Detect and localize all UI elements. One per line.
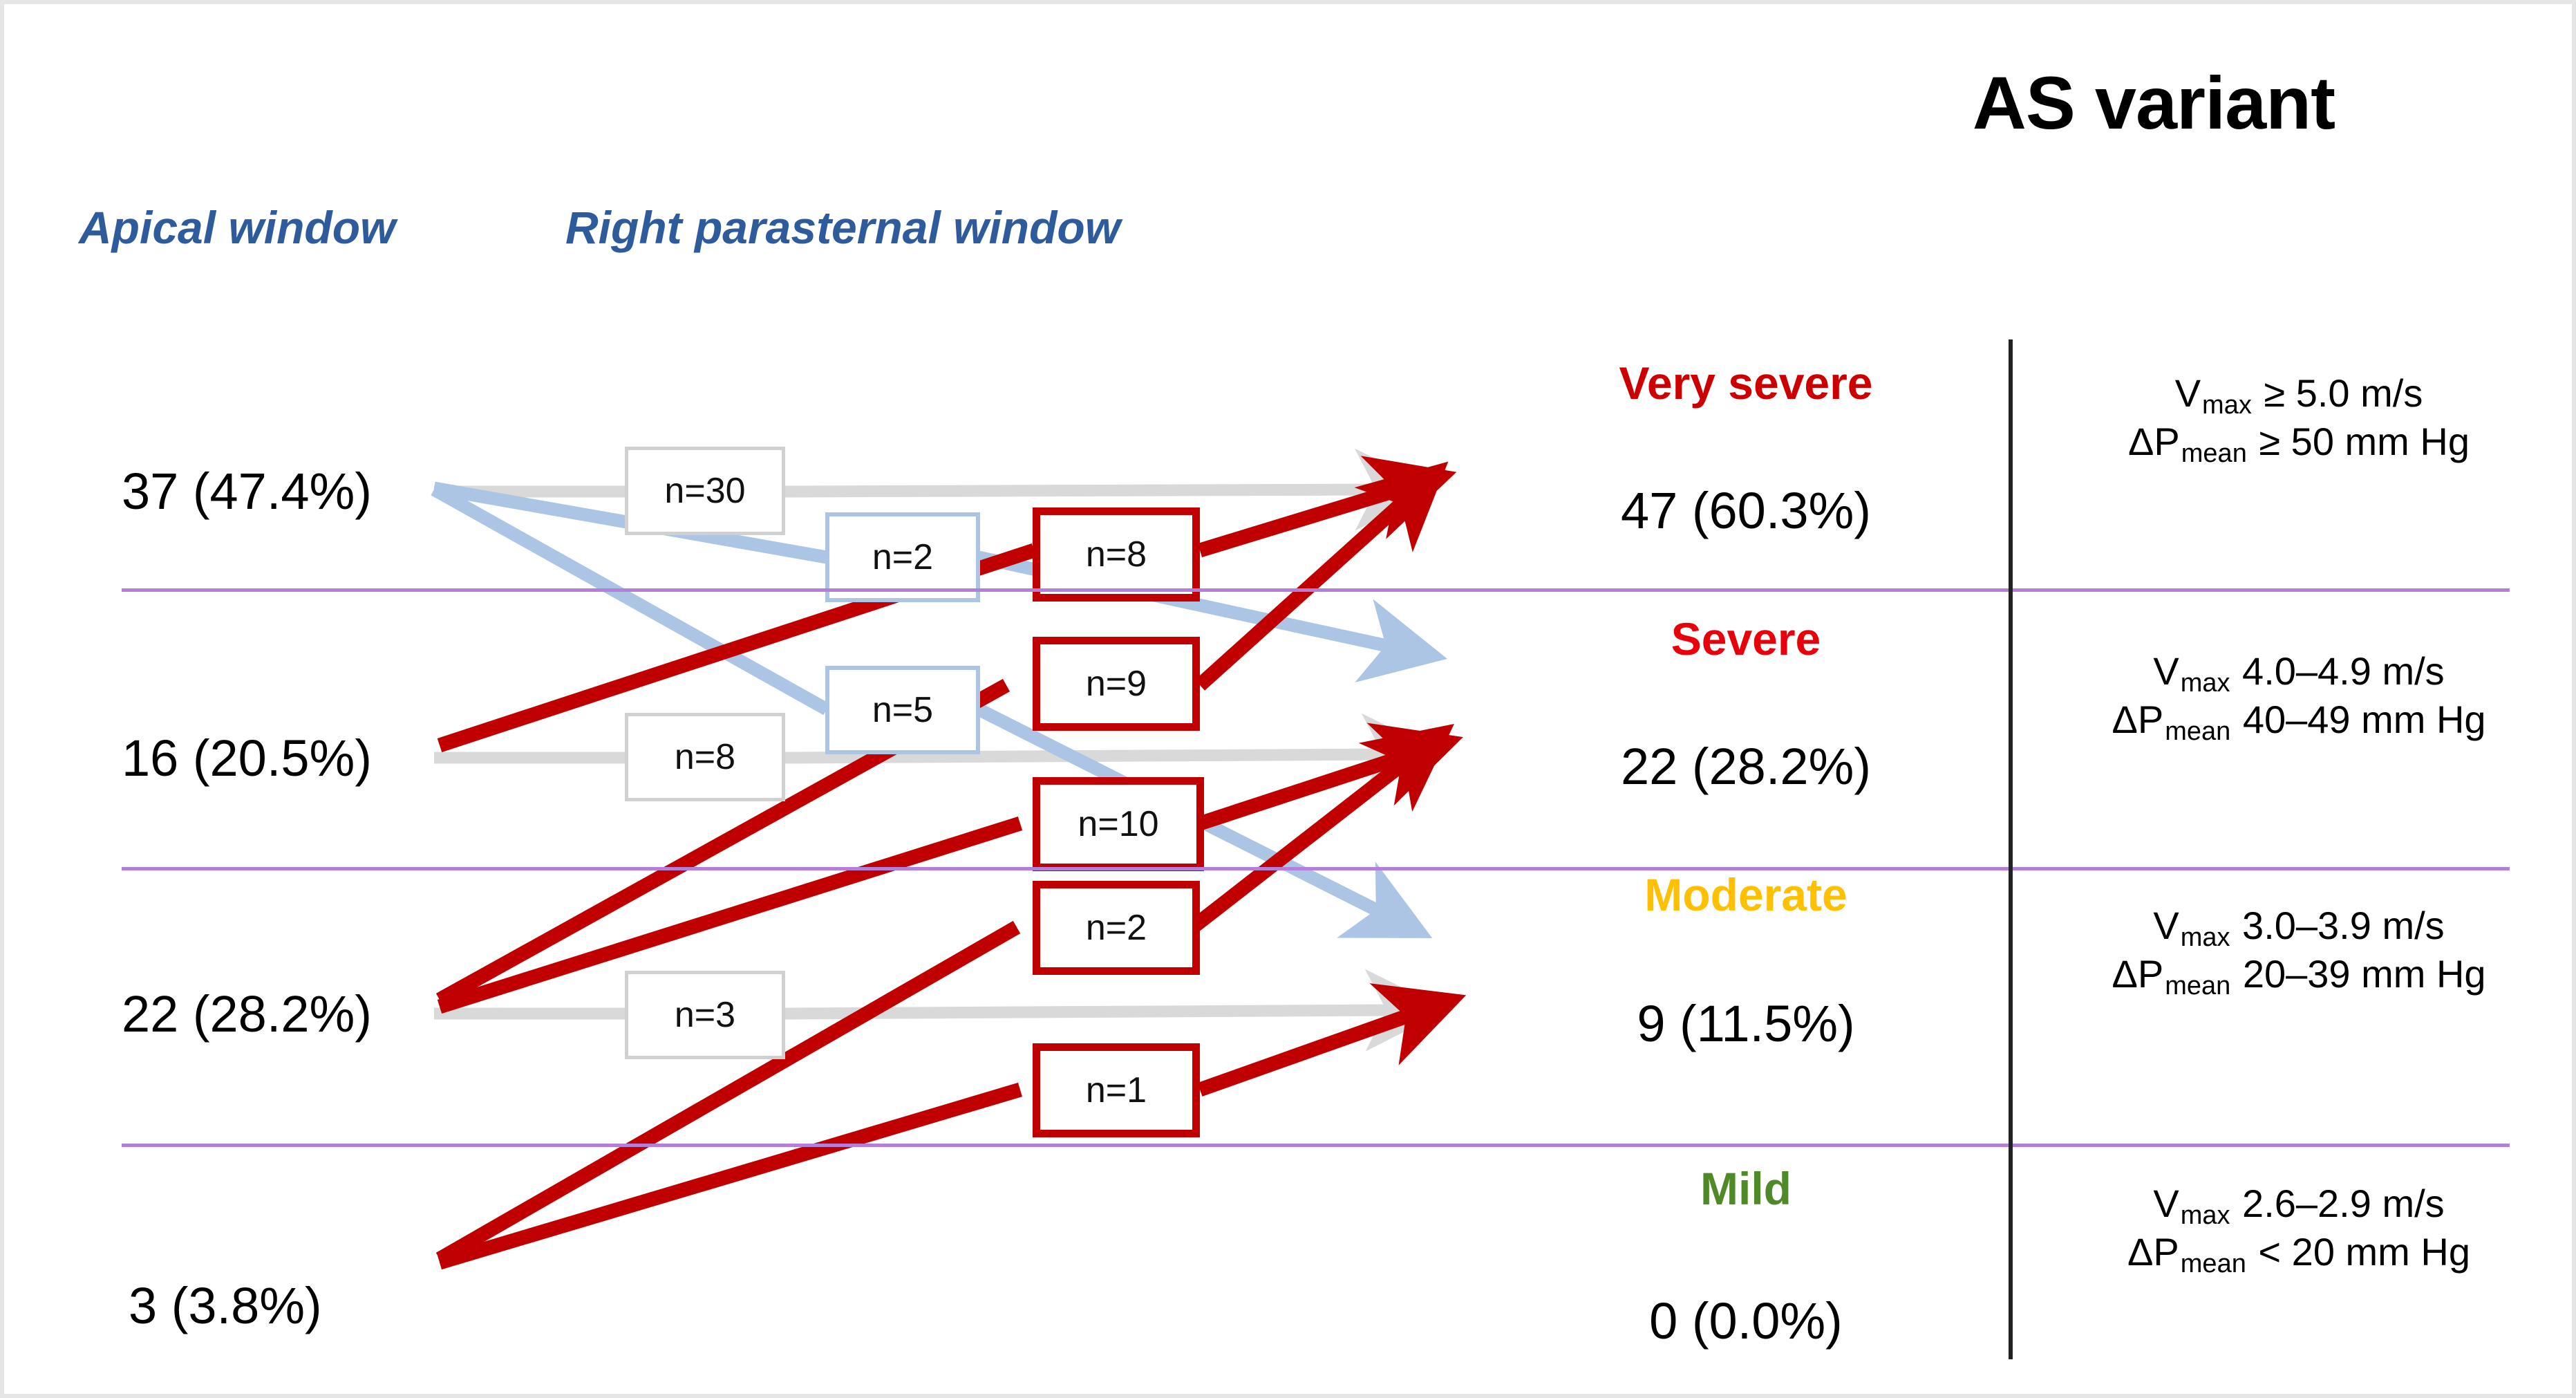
vmax-subscript: max [2180,669,2230,698]
flow-unchanged-severe [434,713,1445,796]
column-header-right-parasternal-window: Right parasternal window [565,202,1121,253]
vmax-value: 3.0–3.9 m/s [2242,904,2445,947]
rps-count-very-severe: 47 (60.3%) [1621,482,1871,539]
criteria-severe: Vmax 4.0–4.9 m/s ΔPmean 40–49 mm Hg [2057,647,2541,746]
criteria-dpmean-moderate: ΔPmean 20–39 mm Hg [2057,950,2541,1000]
vmax-symbol: V [2174,371,2201,415]
severity-label-mild: Mild [1700,1163,1792,1214]
dp-symbol: ΔP [2127,1230,2179,1274]
criteria-dpmean-severe: ΔPmean 40–49 mm Hg [2057,696,2541,746]
dp-value: 40–49 mm Hg [2242,698,2486,741]
flow-upgraded-mild-to-moderate [438,983,1467,1270]
rps-count-severe: 22 (28.2%) [1621,738,1871,795]
vmax-symbol: V [2153,649,2179,693]
apical-count-mild: 3 (3.8%) [129,1277,322,1334]
criteria-vmax-very-severe: Vmax ≥ 5.0 m/s [2057,369,2541,420]
severity-label-very-severe: Very severe [1619,357,1873,409]
flow-box-n8-up: n=8 [1033,507,1200,602]
flow-upgraded-moderate-to-severe [437,723,1463,1014]
dp-subscript: mean [2165,717,2231,746]
divider-severe-moderate [122,867,2510,870]
criteria-vmax-moderate: Vmax 3.0–3.9 m/s [2057,902,2541,952]
dp-symbol: ΔP [2128,420,2180,463]
vmax-value: 2.6–2.9 m/s [2242,1182,2445,1225]
severity-label-moderate: Moderate [1644,869,1848,920]
divider-moderate-mild [122,1144,2510,1147]
flow-box-n2-down: n=2 [825,512,980,602]
flow-box-n9-up: n=9 [1033,637,1200,731]
criteria-mild: Vmax 2.6–2.9 m/s ΔPmean < 20 mm Hg [2057,1180,2541,1278]
dp-symbol: ΔP [2112,952,2164,996]
criteria-vmax-severe: Vmax 4.0–4.9 m/s [2057,647,2541,698]
flow-unchanged-moderate [434,969,1448,1052]
flow-box-n1-up: n=1 [1033,1043,1200,1137]
vmax-value: ≥ 5.0 m/s [2264,371,2423,415]
dp-subscript: mean [2180,1249,2246,1278]
flow-box-n30: n=30 [625,447,785,535]
dp-value: ≥ 50 mm Hg [2259,420,2470,463]
flow-unchanged-very-severe [434,448,1438,531]
vmax-value: 4.0–4.9 m/s [2242,649,2445,693]
column-header-apical-window: Apical window [79,202,396,253]
criteria-vmax-mild: Vmax 2.6–2.9 m/s [2057,1180,2541,1230]
criteria-very-severe: Vmax ≥ 5.0 m/s ΔPmean ≥ 50 mm Hg [2057,369,2541,468]
flow-box-n3-same: n=3 [625,971,785,1059]
criteria-dpmean-mild: ΔPmean < 20 mm Hg [2057,1228,2541,1278]
flow-box-n2-up: n=2 [1033,881,1200,975]
page-title: AS variant [1972,61,2335,145]
apical-count-severe: 16 (20.5%) [122,729,372,787]
criteria-dpmean-very-severe: ΔPmean ≥ 50 mm Hg [2057,418,2541,468]
flow-box-n8-same: n=8 [625,713,785,801]
vmax-subscript: max [2202,391,2252,420]
vmax-symbol: V [2153,1182,2179,1225]
rps-count-moderate: 9 (11.5%) [1637,995,1855,1052]
vmax-subscript: max [2180,923,2230,952]
dp-subscript: mean [2165,971,2231,1000]
dp-value: 20–39 mm Hg [2242,952,2486,996]
flow-box-n5-down: n=5 [825,666,980,754]
vmax-symbol: V [2153,904,2179,947]
dp-value: < 20 mm Hg [2258,1230,2470,1274]
divider-very-severe-severe [122,588,2510,592]
severity-criteria-divider [2009,339,2013,1359]
dp-symbol: ΔP [2112,698,2164,741]
flow-box-n10-up: n=10 [1033,777,1204,871]
apical-count-very-severe: 37 (47.4%) [122,463,372,520]
criteria-moderate: Vmax 3.0–3.9 m/s ΔPmean 20–39 mm Hg [2057,902,2541,1000]
flow-upgraded-mild-to-severe [435,724,1454,1266]
vmax-subscript: max [2180,1201,2230,1230]
apical-count-moderate: 22 (28.2%) [122,985,372,1043]
severity-label-severe: Severe [1671,613,1821,664]
rps-count-mild: 0 (0.0%) [1649,1292,1843,1350]
dp-subscript: mean [2181,439,2247,468]
